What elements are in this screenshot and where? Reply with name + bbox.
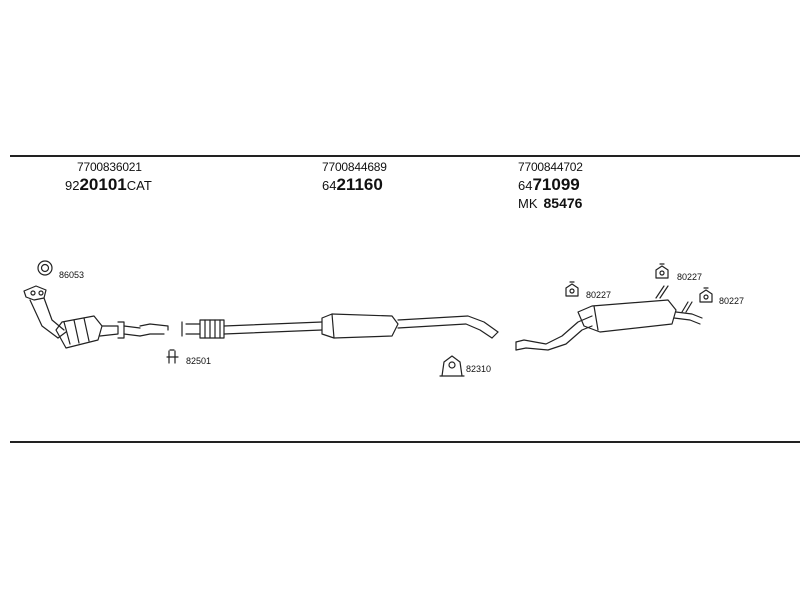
rubber-mount-left-icon bbox=[565, 281, 579, 297]
mk-number: 85476 bbox=[543, 195, 583, 211]
catalog-code-1: 9220101CAT bbox=[65, 176, 152, 195]
catalytic-converter-assembly bbox=[23, 285, 169, 349]
catalog-code-3: 6471099 bbox=[518, 176, 580, 195]
clamp-82501-icon bbox=[166, 349, 179, 364]
callout-clamp-mid-label: 82310 bbox=[466, 364, 492, 374]
center-pipe-assembly bbox=[181, 313, 499, 339]
part-number-2: 7700844689 bbox=[322, 160, 387, 174]
mk-prefix: MK bbox=[518, 196, 538, 211]
rear-silencer-assembly bbox=[515, 285, 703, 351]
callout-clamp-front-label: 82501 bbox=[186, 356, 212, 366]
catalog-code-2-prefix: 64 bbox=[322, 178, 337, 193]
clamp-82310-icon bbox=[439, 355, 465, 377]
top-divider bbox=[10, 155, 800, 157]
catalog-code-3-main: 71099 bbox=[532, 175, 580, 194]
gasket-ring-icon bbox=[37, 260, 53, 276]
rubber-mount-top-icon bbox=[655, 263, 669, 279]
callout-mount-top-label: 80227 bbox=[677, 272, 703, 282]
catalog-code-2: 6421160 bbox=[322, 176, 383, 195]
callout-mount-right-label: 80227 bbox=[719, 296, 745, 306]
part-number-3: 7700844702 bbox=[518, 160, 583, 174]
callout-gasket-label: 86053 bbox=[59, 270, 85, 280]
bottom-divider bbox=[10, 441, 800, 443]
catalog-code-1-main: 20101 bbox=[79, 175, 127, 194]
part-number-1: 7700836021 bbox=[77, 160, 142, 174]
catalog-code-1-prefix: 92 bbox=[65, 178, 80, 193]
mk-code: MK 85476 bbox=[518, 195, 582, 211]
rubber-mount-right-icon bbox=[699, 287, 713, 303]
catalog-code-1-suffix: CAT bbox=[126, 178, 152, 193]
callout-mount-left-label: 80227 bbox=[586, 290, 612, 300]
catalog-code-3-prefix: 64 bbox=[518, 178, 533, 193]
catalog-code-2-main: 21160 bbox=[336, 175, 383, 194]
